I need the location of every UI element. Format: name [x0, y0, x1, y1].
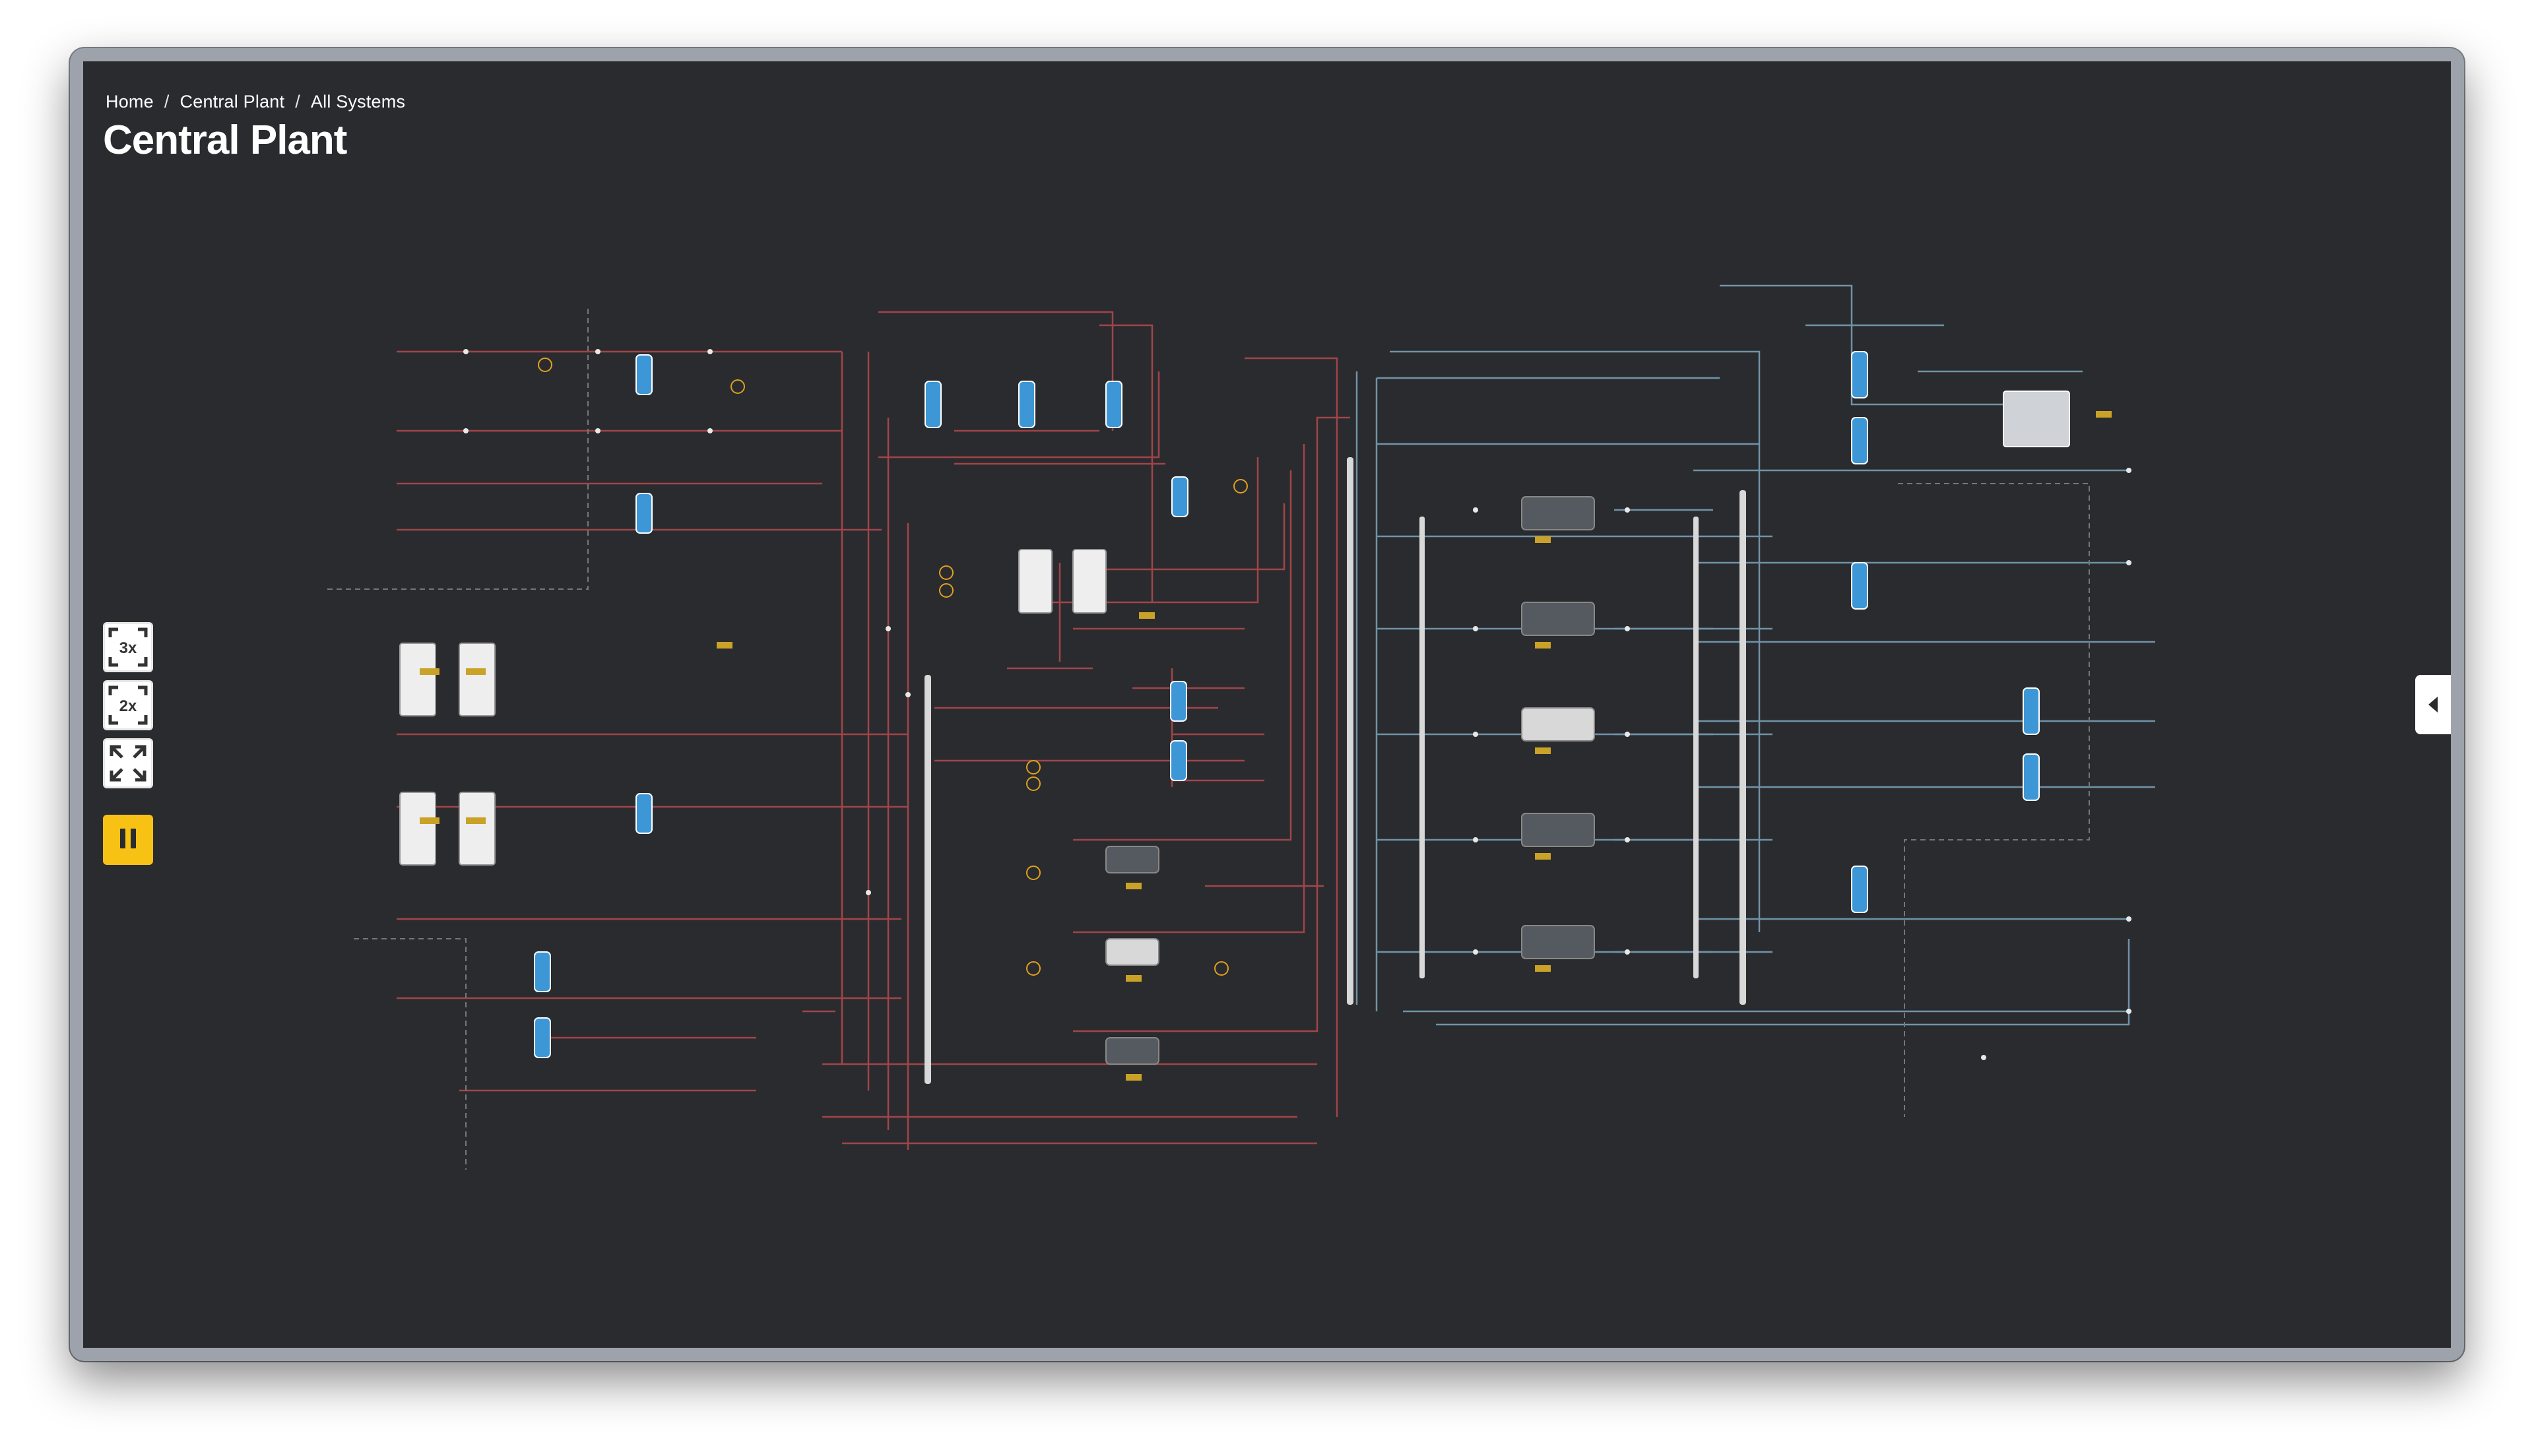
zoom-3x-button[interactable]: 3x — [103, 622, 153, 672]
pause-icon — [117, 828, 139, 852]
headers — [925, 457, 1746, 1084]
central-plant-diagram[interactable] — [83, 61, 2451, 1348]
breadcrumb-central-plant[interactable]: Central Plant — [179, 92, 285, 111]
zoom-3x-icon: 3x — [108, 627, 148, 667]
zoom-2x-icon: 2x — [108, 685, 148, 725]
dashed-boundaries — [327, 305, 2090, 1170]
svg-text:2x: 2x — [119, 697, 137, 715]
boilers — [399, 549, 1107, 866]
breadcrumb-all-systems[interactable]: All Systems — [310, 92, 406, 111]
equipment-tags — [420, 411, 2112, 1081]
breadcrumb-separator: / — [164, 92, 170, 111]
fullscreen-button[interactable] — [103, 738, 153, 788]
svg-text:3x: 3x — [119, 639, 137, 657]
plant-screen: Home / Central Plant / All Systems Central P… — [83, 61, 2451, 1348]
pumps — [538, 358, 1248, 976]
flow-nodes — [463, 349, 2131, 1060]
pause-button[interactable] — [103, 815, 153, 865]
side-panel-toggle[interactable] — [2415, 675, 2451, 734]
window-frame: Home / Central Plant / All Systems Central P… — [70, 48, 2464, 1361]
heat-exchangers — [534, 351, 2040, 1058]
chevron-left-icon — [2428, 697, 2438, 712]
expand-icon — [110, 745, 146, 782]
page-title: Central Plant — [103, 117, 347, 163]
zoom-2x-button[interactable]: 2x — [103, 680, 153, 730]
chillers — [1105, 496, 1595, 1065]
breadcrumb-home[interactable]: Home — [106, 92, 154, 111]
cooling-tower — [2003, 391, 2070, 447]
breadcrumb: Home / Central Plant / All Systems — [106, 92, 405, 112]
breadcrumb-separator: / — [295, 92, 300, 111]
